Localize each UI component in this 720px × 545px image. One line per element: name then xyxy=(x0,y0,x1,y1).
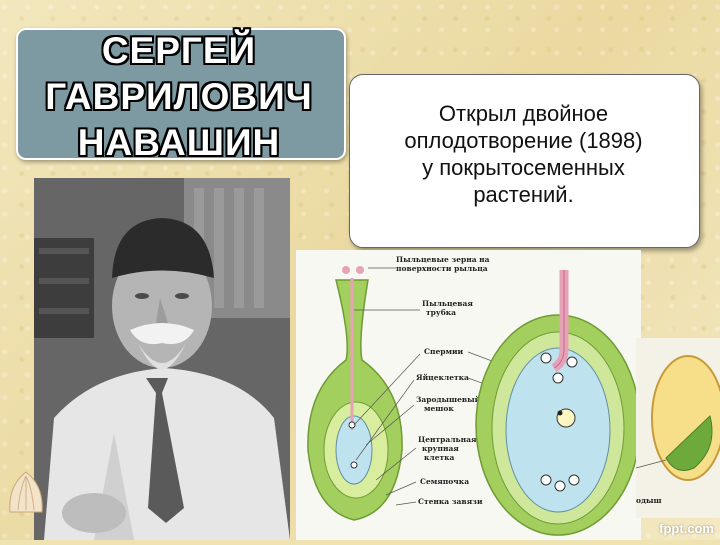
antipodal-2 xyxy=(554,480,566,492)
portrait-photo xyxy=(34,178,290,540)
portrait-drawing xyxy=(34,178,290,540)
seashell-decoration xyxy=(9,471,43,513)
sperm-left xyxy=(348,421,356,429)
name-panel xyxy=(16,28,346,160)
fact-line-4: растений. xyxy=(473,182,574,207)
embryo-sac-left xyxy=(335,415,373,485)
embryo-sac-right xyxy=(505,347,611,513)
seed-drawing: одыш xyxy=(635,355,720,505)
fact-callout xyxy=(349,74,700,248)
double-fertilization-diagram: Пыльцевые зерна на поверхности рыльца Пы… xyxy=(296,250,641,540)
label-wall: Стенка завязи xyxy=(418,497,483,506)
synergid-1 xyxy=(540,352,552,364)
label-sac-2: мешок xyxy=(424,404,454,413)
egg-right xyxy=(552,372,564,384)
label-central-1: Центральная xyxy=(418,435,477,444)
seed-diagram: одыш xyxy=(635,338,720,518)
label-central-3: клетка xyxy=(424,453,455,462)
fact-line-3: у покрытосеменных xyxy=(422,155,625,180)
label-egg: Яйцеклетка xyxy=(416,373,469,382)
seed-label: одыш xyxy=(636,496,662,505)
label-pollen-1: Пыльцевые зерна на xyxy=(396,255,490,264)
label-tube-1: Пыльцевая xyxy=(422,299,473,308)
sperm-right xyxy=(557,410,563,416)
label-pollen-2: поверхности рыльца xyxy=(396,264,488,273)
diagram-drawing: Пыльцевые зерна на поверхности рыльца Пы… xyxy=(307,255,641,536)
label-central-2: крупная xyxy=(422,444,459,453)
diagram-labels: Пыльцевые зерна на поверхности рыльца Пы… xyxy=(396,255,490,506)
name-line-3: НАВАШИН xyxy=(77,122,281,163)
synergid-2 xyxy=(566,356,578,368)
fact-text: Открыл двойное оплодотворение (1898) у п… xyxy=(349,100,698,208)
fppt-logo: fppt.com xyxy=(659,521,714,536)
label-sperm: Спермии xyxy=(424,347,464,356)
fact-line-1: Открыл двойное xyxy=(438,101,609,126)
name-line-2: ГАВРИЛОВИЧ xyxy=(45,76,313,117)
antipodal-1 xyxy=(540,474,552,486)
fact-line-2: оплодотворение (1898) xyxy=(404,128,643,153)
pollen-grain-2 xyxy=(356,266,364,274)
pollen-grain-1 xyxy=(342,266,350,274)
label-ovule: Семяпочка xyxy=(420,477,469,486)
egg-left xyxy=(350,461,358,469)
name-line-1: СЕРГЕЙ xyxy=(101,30,257,71)
scientist-name: СЕРГЕЙ ГАВРИЛОВИЧ НАВАШИН xyxy=(16,28,342,166)
antipodal-3 xyxy=(568,474,580,486)
label-sac-1: Зародышевый xyxy=(416,395,481,404)
label-tube-2: трубка xyxy=(426,308,456,317)
